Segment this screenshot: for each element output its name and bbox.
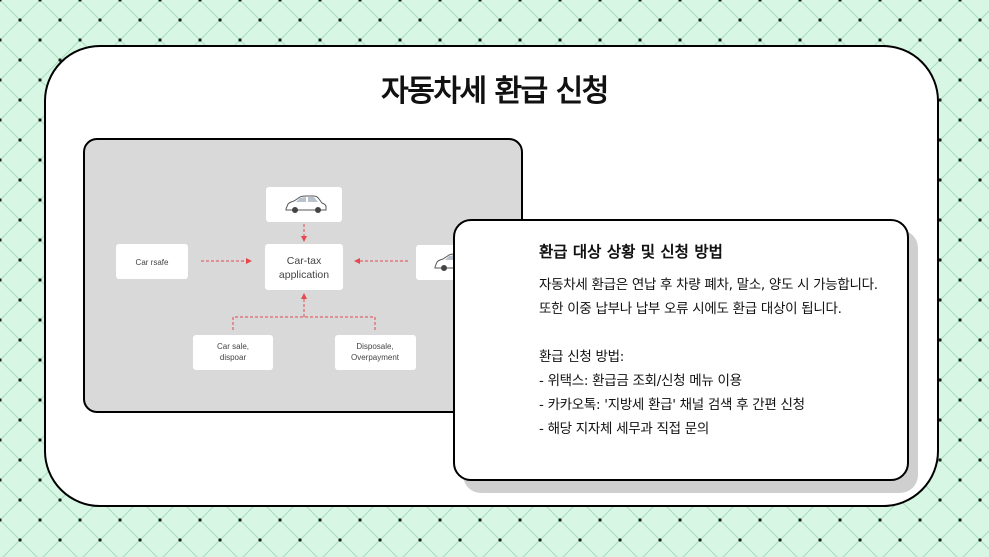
diagram-node-bottom-right [335,335,416,370]
info-box: 환급 대상 상황 및 신청 방법 자동차세 환급은 연납 후 차량 폐차, 말소… [453,219,909,481]
method-item-website: - 위택스: 환급금 조회/신청 메뉴 이용 [539,373,742,389]
page-title: 자동차세 환급 신청 [381,74,609,109]
diagram-node-center-label-1: Car-tax [287,255,322,267]
info-heading: 환급 대상 상황 및 신청 방법 [539,243,723,261]
diagram-node-bottom-left [193,335,273,370]
info-desc-line-1: 자동차세 환급은 연납 후 차량 폐차, 말소, 양도 시 가능합니다. [539,277,878,293]
diagram-node-bottom-right-label-1: Disposale, [356,342,393,351]
diagram-node-bottom-left-label-2: dispoar [220,353,247,362]
diagram-image: Car rsafe Car-tax application Car sale, … [83,138,523,413]
diagram-node-left-label: Car rsafe [136,258,169,267]
connector-bottom [232,316,376,330]
method-item-kakaotalk: - 카카오톡: '지방세 환급' 채널 검색 후 간편 신청 [539,397,805,413]
diagram-node-center-label-2: application [279,269,329,281]
info-desc-line-2: 또한 이중 납부나 납부 오류 시에도 환급 대상이 됩니다. [539,301,842,317]
diagram-node-center [265,244,343,290]
method-item-office: - 해당 지자체 세무과 직접 문의 [539,421,709,437]
diagram-node-bottom-left-label-1: Car sale, [217,342,249,351]
diagram-node-left [116,244,188,279]
method-title: 환급 신청 방법: [539,349,624,365]
car-icon [285,195,327,213]
diagram-node-bottom-right-label-2: Overpayment [351,353,400,362]
